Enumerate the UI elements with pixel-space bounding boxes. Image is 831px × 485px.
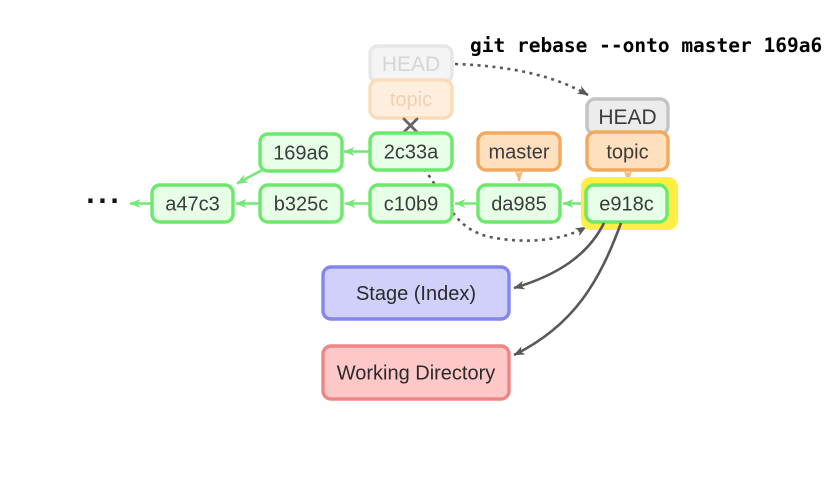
commit-e918c-label: e918c xyxy=(599,194,654,216)
old-head-group: HEAD topic xyxy=(368,44,454,120)
dashed-arrow-head-move xyxy=(454,62,589,97)
stage-box xyxy=(321,265,511,321)
topic-branch-label: topic xyxy=(606,142,648,164)
history-ellipsis: ··· xyxy=(86,187,122,215)
commit-a47c3-box xyxy=(150,183,235,224)
arrow-e918c-to-stage xyxy=(513,222,606,290)
working-directory-box xyxy=(321,344,511,401)
commit-da985-box xyxy=(476,183,562,224)
commit-row-top: 169a6 2c33a xyxy=(258,131,454,173)
commit-row-bottom: a47c3 b325c c10b9 da985 e918c xyxy=(150,177,678,230)
commit-169a6-label: 169a6 xyxy=(273,143,329,165)
arrow-e918c-to-working-directory xyxy=(513,222,623,357)
master-branch-box xyxy=(476,131,562,172)
commit-b325c-label: b325c xyxy=(274,194,329,216)
working-directory-panel: Working Directory xyxy=(321,344,511,401)
head-label: HEAD xyxy=(598,106,656,129)
commit-b325c-box xyxy=(258,183,344,224)
commit-e918c-box xyxy=(584,183,669,224)
master-branch-label: master xyxy=(488,142,549,164)
old-head-label: HEAD xyxy=(382,53,440,76)
commit-a47c3-label: a47c3 xyxy=(165,194,220,216)
commit-da985-label: da985 xyxy=(491,194,547,216)
old-topic-box xyxy=(368,78,454,120)
commit-c10b9-box xyxy=(368,183,454,224)
working-directory-label: Working Directory xyxy=(337,363,496,385)
stage-panel: Stage (Index) xyxy=(321,265,511,321)
detached-x-icon xyxy=(402,117,419,134)
old-topic-label: topic xyxy=(390,89,432,111)
master-branch-group: master xyxy=(476,131,562,182)
commit-169a6-box xyxy=(258,132,344,173)
commit-2c33a-box xyxy=(368,131,454,172)
rebase-command-text: git rebase --onto master 169a6 xyxy=(470,34,822,57)
commit-c10b9-label: c10b9 xyxy=(384,194,439,216)
stage-label: Stage (Index) xyxy=(356,283,476,305)
arrow-169a6-to-a47c3 xyxy=(236,168,264,185)
commit-2c33a-label: 2c33a xyxy=(384,142,439,164)
topic-branch-box xyxy=(585,130,670,172)
new-head-group: HEAD topic xyxy=(585,97,670,182)
